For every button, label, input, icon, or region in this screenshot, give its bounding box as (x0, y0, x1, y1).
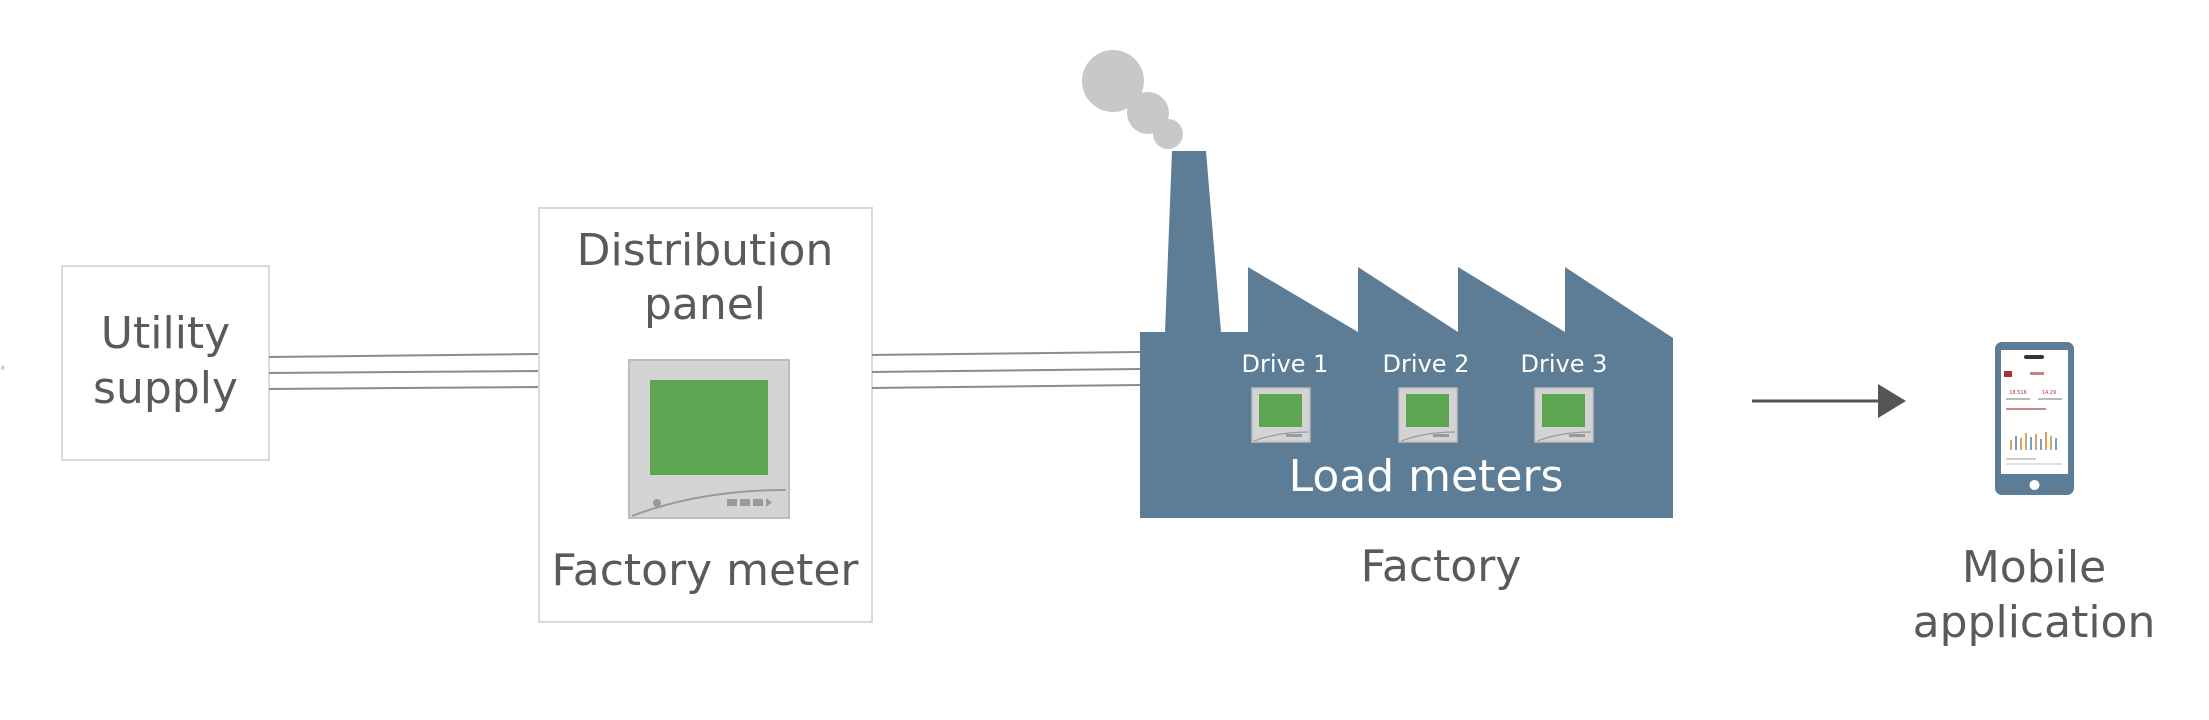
factory-node: Drive 1 Drive 2 Drive 3 Load meters Fact… (1082, 50, 1673, 592)
meter-key (753, 499, 763, 506)
smoke-puff (1082, 50, 1144, 112)
load-meter-2-icon (1398, 387, 1458, 443)
mobile-application-label-line2: application (1913, 597, 2156, 648)
utility-supply-box (61, 265, 270, 461)
phone-notch (2024, 355, 2044, 359)
mobile-application-node: 18.516 14.29 Mobile application (1913, 342, 2156, 648)
meter-key-arrow (766, 498, 772, 507)
meter-keys (1286, 434, 1302, 437)
wire (268, 386, 540, 390)
app-bar (2045, 432, 2047, 450)
meter-dot (653, 499, 661, 507)
load-meter-3-icon (1534, 387, 1594, 443)
meter-curve (631, 489, 787, 517)
wires-utility-to-panel (268, 353, 540, 390)
drive-1-label: Drive 1 (1242, 350, 1329, 378)
app-bar (2020, 438, 2022, 450)
app-text-line (2006, 398, 2030, 400)
meter-key (740, 499, 750, 506)
smoke-puff (1153, 119, 1183, 149)
distribution-panel-node: Distribution panel Factory meter (538, 207, 873, 623)
load-meters-label: Load meters (1289, 451, 1564, 502)
app-bar (2040, 439, 2042, 450)
wire (268, 370, 540, 374)
app-bar (2035, 434, 2037, 450)
phone-screen (2001, 350, 2068, 474)
distribution-panel-label-line1: Distribution (577, 225, 834, 276)
wire (871, 351, 1141, 356)
distribution-panel-label-line2: panel (644, 279, 766, 330)
phone-icon: 18.516 14.29 (1995, 342, 2074, 495)
mobile-application-label-line1: Mobile (1962, 542, 2106, 593)
meter-curve (1536, 431, 1592, 442)
utility-supply-label-line1: Utility (101, 308, 230, 359)
arrow-icon (1752, 384, 1906, 418)
smoke-icon (1082, 50, 1183, 149)
meter-screen (1542, 394, 1585, 427)
app-bar (2055, 438, 2057, 450)
drive-3-label: Drive 3 (1521, 350, 1608, 378)
meter-screen (650, 380, 768, 475)
wire (268, 353, 540, 358)
drive-2-label: Drive 2 (1383, 350, 1470, 378)
app-header-bar (2030, 372, 2044, 375)
meter-screen (1259, 394, 1302, 427)
wires-panel-to-factory (871, 351, 1141, 389)
meter-keys (1433, 434, 1449, 437)
meter-curve (1253, 431, 1309, 442)
app-bar (2010, 440, 2012, 450)
wire (871, 384, 1141, 389)
app-logo (2004, 371, 2012, 377)
phone-home-button (2029, 480, 2040, 490)
meter-curve (1400, 431, 1456, 442)
app-text-line (2038, 398, 2062, 400)
meter-keys (1569, 434, 1585, 437)
app-bar (2050, 436, 2052, 450)
factory-label: Factory (1361, 541, 1522, 592)
app-bar (2015, 436, 2017, 450)
app-text-line (2006, 463, 2062, 465)
utility-supply-node: Utility supply (61, 265, 270, 461)
meter-key (727, 499, 737, 506)
app-bar-chart (2010, 432, 2057, 450)
app-value-2: 14.29 (2042, 390, 2056, 396)
app-value-1: 18.516 (2009, 390, 2027, 396)
meter-screen (1406, 394, 1449, 427)
app-text-line (2006, 408, 2046, 410)
wire (871, 368, 1141, 373)
edge-mark: · (0, 351, 8, 386)
app-text-line (2006, 458, 2036, 460)
app-bar (2030, 437, 2032, 450)
utility-supply-label-line2: supply (93, 363, 238, 414)
load-meter-1-icon (1251, 387, 1311, 443)
factory-meter-icon (628, 359, 790, 519)
factory-meter-label: Factory meter (551, 545, 859, 596)
arrow-head (1878, 384, 1906, 418)
app-bar (2025, 433, 2027, 450)
